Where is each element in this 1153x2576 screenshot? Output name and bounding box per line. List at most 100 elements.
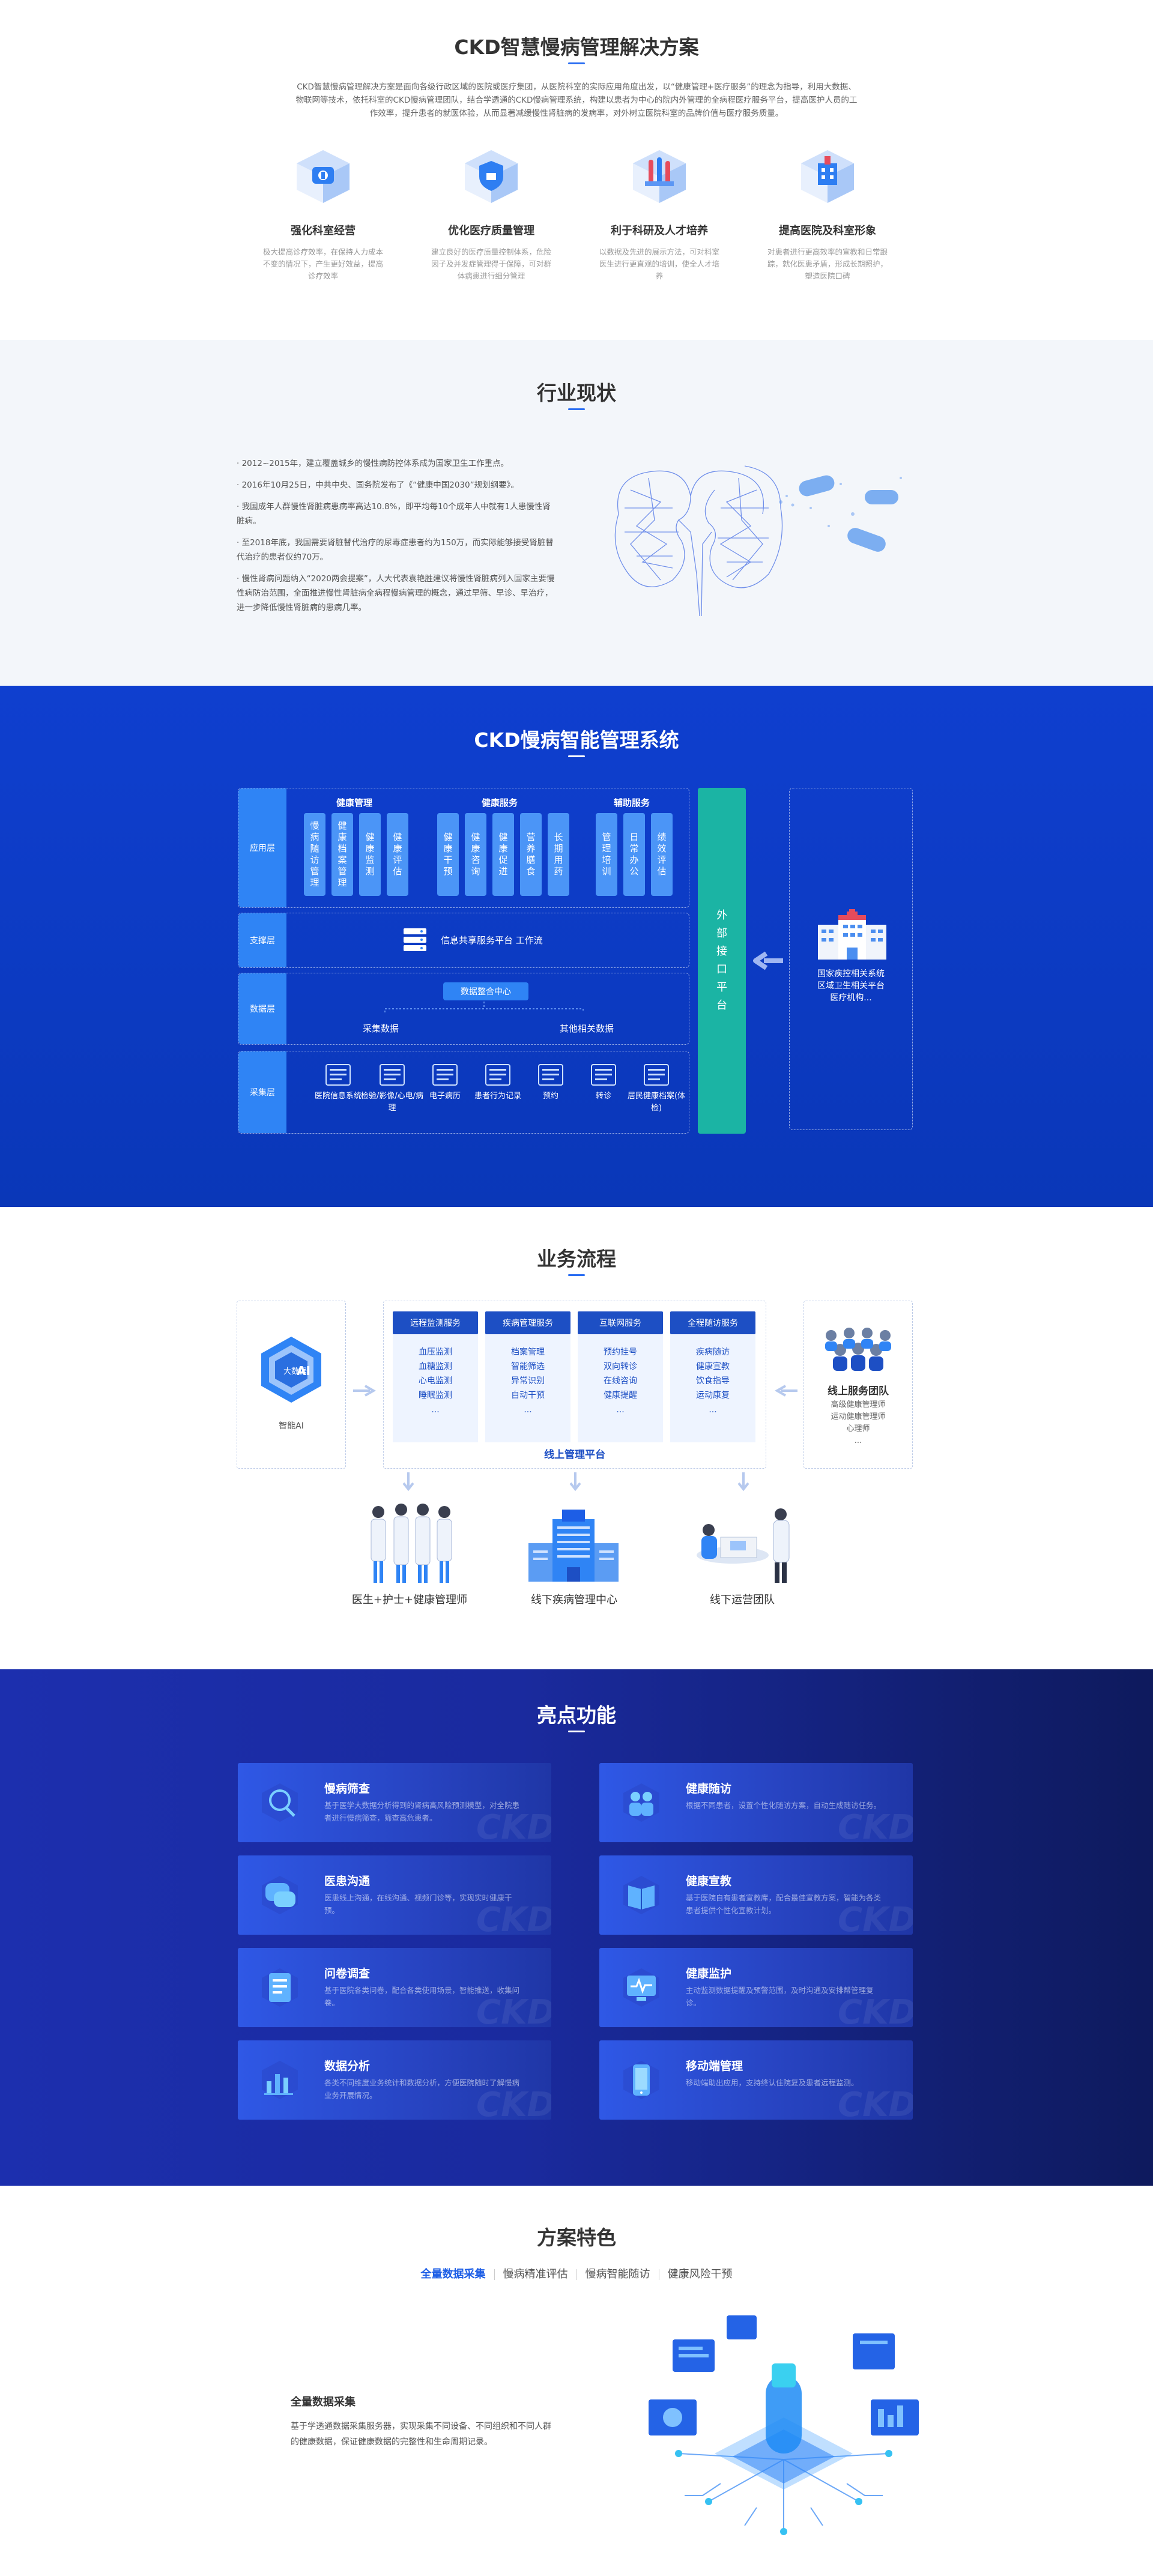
tab-intervention[interactable]: 健康风险干预 [667, 2268, 733, 2281]
app-module[interactable]: 健康评估 [387, 813, 408, 896]
feature-desc: 各类不同维度业务统计和数据分析，方便医院随时了解慢病业务开展情况。 [324, 2078, 520, 2100]
app-module[interactable]: 健康档案管理 [331, 813, 353, 896]
industry-item: · 2016年10月25日，中共中央、国务院发布了《“健康中国2030”规划纲要… [237, 480, 519, 490]
collect-source-label: 医院信息系统 [314, 1092, 362, 1101]
support-text: 信息共享服务平台 工作流 [441, 935, 543, 946]
service-column-head: 互联网服务 [578, 1311, 663, 1334]
feature-card[interactable]: 问卷调查基于医院各类问卷，配合各类使用场景，智能推送，收集问卷。CKD [238, 1948, 551, 2027]
industry-item: · 慢性肾病问题纳入“2020两会提案”，人大代表袁艳胜建议将慢性肾脏病列入国家… [237, 574, 555, 612]
big-data-ai-icon: 大数据 AI [261, 1337, 321, 1403]
advantage-card: 强化科室经营 极大提高诊疗效率，在保持人力成本不变的情况下，产生更好效益，提高诊… [258, 139, 388, 282]
industry-item: · 至2018年底，我国需要肾脏替代治疗的尿毒症患者约为150万，而实际能够接受… [237, 538, 554, 562]
feature-watermark: CKD [476, 2085, 551, 2120]
data-other-label: 其他相关数据 [560, 1023, 614, 1034]
feature-card[interactable]: 慢病筛查基于医学大数据分析得到的肾病高风险预测模型，对全院患者进行慢病筛查，筛查… [238, 1763, 551, 1842]
feature-icon [262, 2061, 298, 2099]
app-module[interactable]: 营养膳食 [520, 813, 542, 896]
features-section: 亮点功能 慢病筛查基于医学大数据分析得到的肾病高风险预测模型，对全院患者进行慢病… [0, 1669, 1153, 2186]
group-title: 健康管理 [336, 797, 373, 808]
service-item: 血糖监测 [419, 1362, 452, 1371]
service-item: ... [431, 1405, 440, 1415]
service-column: 血压监测血糖监测心电监测睡眠监测... [393, 1334, 478, 1442]
app-module[interactable]: 慢病随访管理 [304, 813, 325, 896]
feature-card[interactable]: 健康随访根据不同患者，设置个性化随访方案，自动生成随访任务。CKD [599, 1763, 913, 1842]
industry-item: · 2012~2015年，建立覆盖城乡的慢性病防控体系成为国家卫生工作重点。 [237, 459, 509, 468]
collect-source-icon [485, 1064, 510, 1086]
collect-source-icon [380, 1064, 405, 1086]
app-module[interactable]: 健康监测 [359, 813, 381, 896]
service-item: 异常识别 [511, 1376, 545, 1386]
feature-title: 数据分析 [324, 2060, 371, 2073]
app-module[interactable]: 日常办公 [623, 813, 645, 896]
features-title: 亮点功能 [537, 1704, 616, 1727]
feature-watermark: CKD [476, 1808, 551, 1842]
collect-source-icon [591, 1064, 616, 1086]
svg-text:AI: AI [297, 1364, 310, 1378]
data-layer: 数据层 [238, 973, 689, 1045]
external-systems-text: 国家疾控相关系统 区域卫生相关平台 医疗机构... [817, 969, 885, 1003]
feature-card[interactable]: 数据分析各类不同维度业务统计和数据分析，方便医院随时了解慢病业务开展情况。CKD [238, 2040, 551, 2120]
collect-source-label: 转诊 [595, 1092, 611, 1101]
app-module[interactable]: 健康促进 [492, 813, 514, 896]
feature-desc: 基于医院自有患者宣教库，配合最佳宣教方案，智能为各类患者提供个性化宣教计划。 [686, 1893, 882, 1915]
feature-title: 问卷调查 [324, 1967, 371, 1980]
service-item: 在线咨询 [604, 1376, 637, 1386]
arrow-left-icon [774, 1385, 797, 1397]
collect-layer: 采集层 [238, 1051, 689, 1134]
layer-label: 支撑层 [238, 913, 286, 967]
feature-icon [262, 1783, 298, 1822]
service-column-head: 疾病管理服务 [485, 1311, 570, 1334]
server-icon [404, 928, 426, 951]
support-layer: 支撑层 [238, 913, 689, 968]
team-card [803, 1301, 913, 1469]
offline-team-label: 线下运营团队 [710, 1594, 775, 1606]
app-module[interactable]: 长期用药 [548, 813, 569, 896]
kidney-illustration [614, 465, 902, 617]
shield-cube-icon [465, 150, 518, 203]
tab-full-data[interactable]: 全量数据采集 [413, 2269, 495, 2280]
service-item: 健康宣教 [696, 1362, 730, 1371]
group-title: 辅助服务 [614, 797, 650, 808]
industry-item: · 我国成年人群慢性肾脏病患病率高达10.8%，即平均每10个成年人中就有1人患… [237, 502, 551, 526]
collect-source-icon [432, 1064, 458, 1086]
feature-title: 移动端管理 [686, 2060, 743, 2073]
layer-label: 采集层 [238, 1051, 286, 1133]
feature-desc: 基于医学大数据分析得到的肾病高风险预测模型，对全院患者进行慢病筛查，筛查高危患者… [324, 1801, 520, 1822]
app-module[interactable]: 绩效评估 [651, 813, 673, 896]
feature-title: 健康随访 [686, 1782, 732, 1795]
title-underline [568, 755, 585, 757]
app-module[interactable]: 管理培训 [596, 813, 617, 896]
feature-card[interactable]: 移动端管理移动端助出应用，支持终认住院复及患者远程监测。CKD [599, 2040, 913, 2120]
group-title: 健康服务 [482, 797, 518, 808]
app-module[interactable]: 健康咨询 [465, 813, 486, 896]
service-column: 预约挂号双向转诊在线咨询健康提醒... [578, 1334, 663, 1442]
feature-card[interactable]: 健康宣教基于医院自有患者宣教库，配合最佳宣教方案，智能为各类患者提供个性化宣教计… [599, 1855, 913, 1935]
advantage-desc: 极大提高诊疗效率，在保持人力成本不变的情况下，产生更好效益，提高诊疗效率 [263, 247, 384, 280]
advantage-card: 优化医疗质量管理 建立良好的医疗质量控制体系，危险因子及并发症管理得于保障，可对… [426, 139, 556, 282]
service-item: 心电监测 [419, 1376, 452, 1386]
tab-followup[interactable]: 慢病智能随访 [577, 2269, 659, 2280]
platform-label: 线上管理平台 [544, 1449, 605, 1461]
arrow-left-icon [753, 951, 783, 970]
app-module[interactable]: 健康干预 [437, 813, 459, 896]
feature-card[interactable]: 医患沟通医患线上沟通，在线沟通、视频门诊等，实现实时健康干预。CKD [238, 1855, 551, 1935]
doctors-nurses-icon [371, 1504, 452, 1583]
service-item: 健康提醒 [604, 1391, 637, 1400]
collect-source-label: 电子病历 [429, 1092, 461, 1101]
solution-title: CKD智慧慢病管理解决方案 [454, 35, 699, 59]
service-item: 睡眠监测 [419, 1391, 452, 1400]
hospital-building-icon [818, 909, 886, 960]
advantage-desc: 对患者进行更高效率的宣教和日常跟踪，就化医患矛盾，形成长期照护，塑造医院口碑 [767, 247, 888, 280]
feature-icon [623, 1783, 659, 1822]
feature-card[interactable]: 健康监护主动监测数据提醒及预警范围，及时沟通及安排帮管理复诊。CKD [599, 1948, 913, 2027]
down-arrows [402, 1472, 749, 1492]
external-interface-bar: 外部接口平台 [698, 788, 746, 1134]
title-underline [568, 1731, 585, 1732]
service-item: ... [709, 1405, 717, 1415]
advantage-title: 强化科室经营 [291, 225, 356, 237]
tab-assessment[interactable]: 慢病精准评估 [495, 2269, 577, 2280]
service-column-head: 全程随访服务 [670, 1311, 755, 1334]
feature-desc: 根据不同患者，设置个性化随访方案，自动生成随访任务。 [686, 1801, 882, 1810]
system-title: CKD慢病智能管理系统 [474, 728, 679, 752]
service-column: 疾病随访健康宣教饮食指导运动康复... [670, 1334, 755, 1442]
